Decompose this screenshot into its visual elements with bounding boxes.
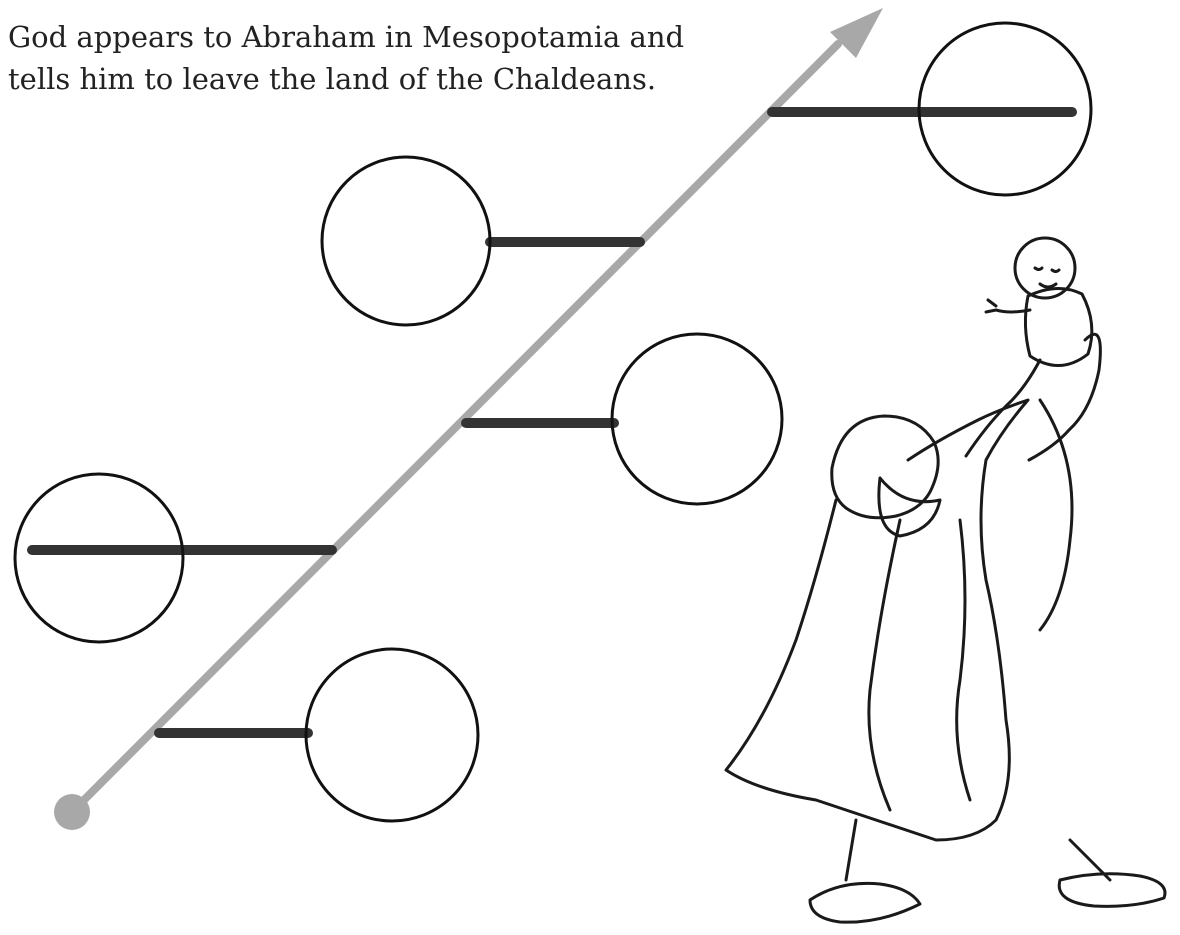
event-circle-2[interactable] xyxy=(15,474,183,642)
right-sandal-icon xyxy=(1059,874,1165,907)
timeline-shaft xyxy=(72,44,838,812)
baby-body xyxy=(1025,288,1091,365)
man-lifting-baby-illustration xyxy=(726,238,1165,922)
man-arms xyxy=(966,334,1100,460)
baby-arm xyxy=(986,300,1030,312)
baby-face xyxy=(1035,268,1059,287)
left-sandal-icon xyxy=(810,883,920,922)
man-cloak-fold xyxy=(869,520,970,810)
event-circle-4[interactable] xyxy=(322,157,490,325)
timeline-start-dot xyxy=(54,794,90,830)
arrowhead-icon xyxy=(830,8,883,58)
man-cloak-back xyxy=(1040,400,1072,630)
event-circle-3[interactable] xyxy=(612,334,782,504)
event-circle-1[interactable] xyxy=(306,649,478,821)
man-legs xyxy=(846,820,1110,880)
